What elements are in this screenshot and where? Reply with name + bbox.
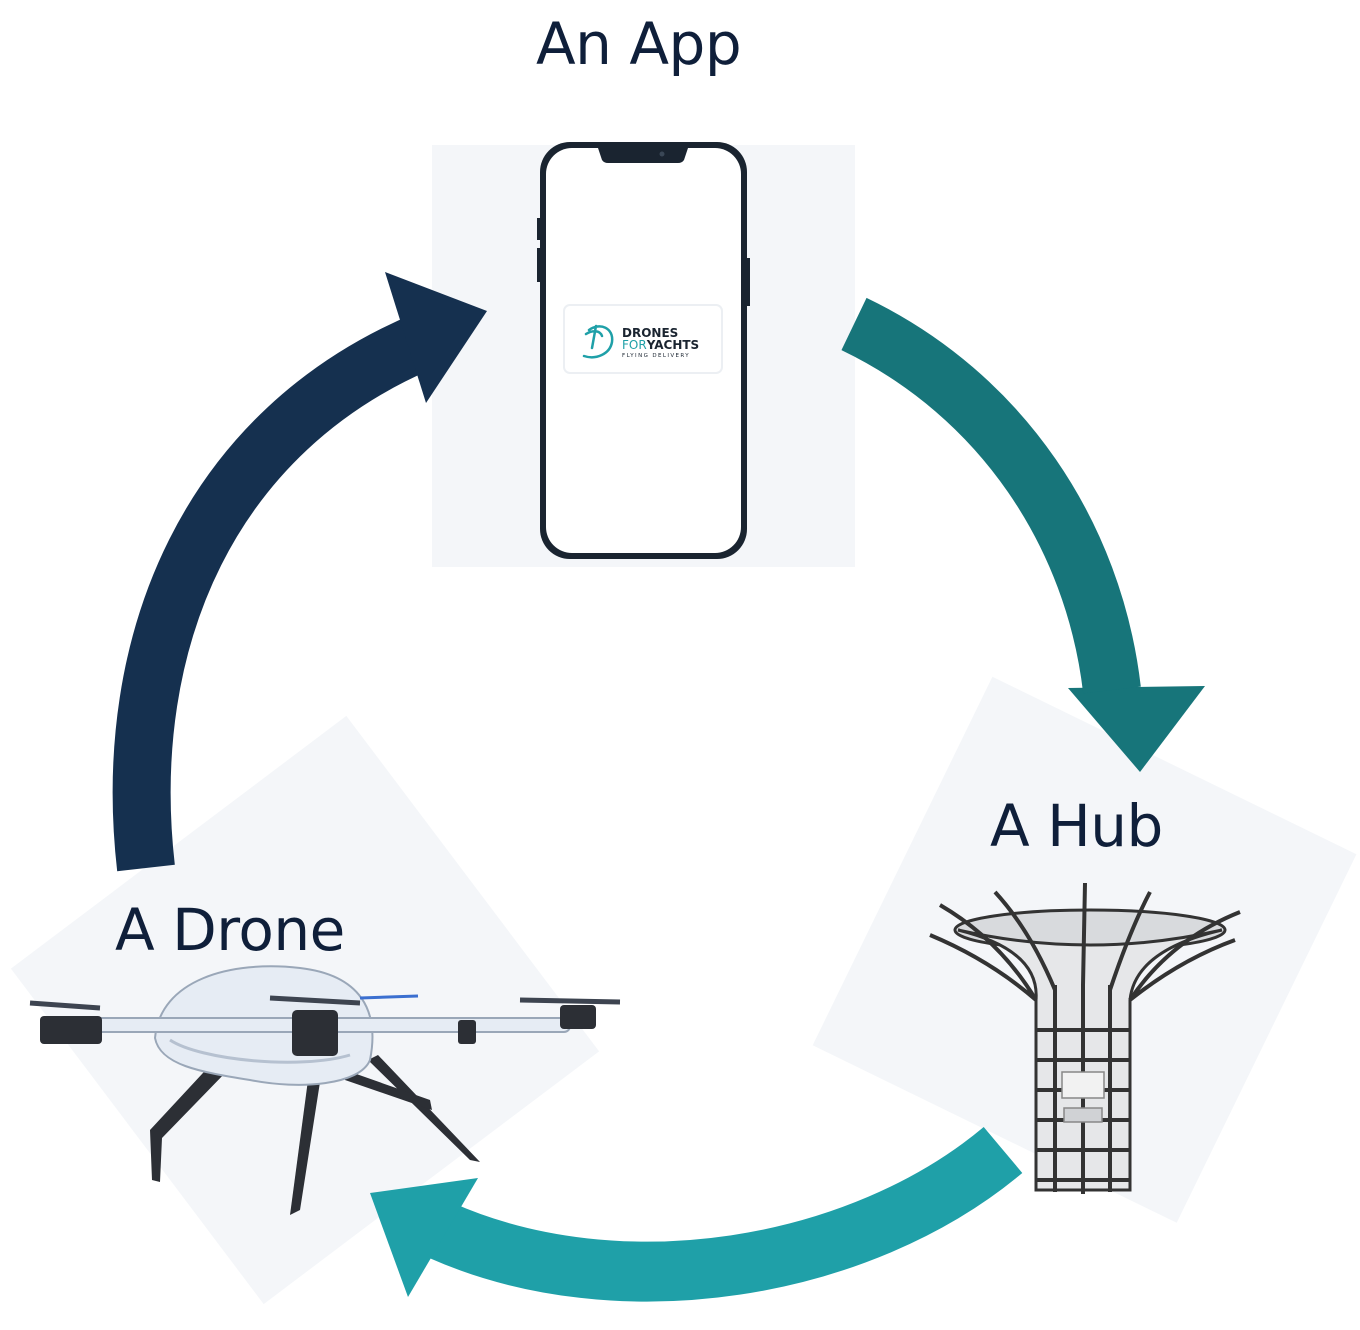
arrow-hub-to-drone-shaft [427,1126,1023,1302]
arrow-app-to-hub-shaft [841,297,1141,694]
node-label-drone: A Drone [115,896,345,964]
node-label-app: An App [536,10,742,78]
logo-mark-icon [582,324,614,359]
node-label-hub: A Hub [990,792,1163,860]
phone-illustration: DRONES FORYACHTS FLYING DELIVERY [537,142,750,559]
app-logo-card [563,304,723,374]
arrow-drone-to-app-head [385,272,487,403]
logo-tagline: FLYING DELIVERY [622,353,690,359]
logo-line2: FORYACHTS [622,338,699,352]
arrow-hub-to-drone-head [370,1178,478,1297]
hub-illustration [929,882,1241,1194]
arrow-drone-to-app-shaft [112,313,438,872]
logo-line2a: FOR [622,338,647,352]
drone-illustration [29,965,621,1215]
logo-line2b: YACHTS [646,338,700,352]
logo-line1: DRONES [622,326,678,340]
arrow-app-to-hub-head [1068,686,1205,772]
